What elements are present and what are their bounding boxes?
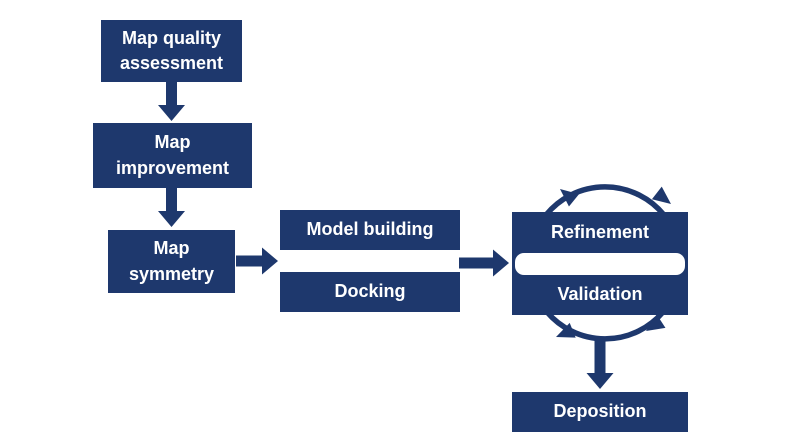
cycle-arrows-icon xyxy=(543,184,667,342)
node-label: Deposition xyxy=(553,401,647,422)
arrow-building-to-refinement xyxy=(459,249,509,277)
arrow-validation-to-deposition xyxy=(586,340,614,389)
node-label: Docking xyxy=(334,281,406,302)
node-validation: Validation xyxy=(512,275,688,315)
arrow-quality-to-improvement xyxy=(158,82,185,121)
node-label: Refinement xyxy=(550,221,649,242)
group-divider xyxy=(515,253,685,275)
cycle-arrowhead-top-right xyxy=(651,186,671,204)
node-label: Map symmetry xyxy=(128,238,215,284)
cycle-bottom-arc xyxy=(544,310,666,342)
node-map-improvement: Map improvement xyxy=(93,123,252,188)
arrow-symmetry-to-building xyxy=(236,247,278,275)
node-refinement: Refinement xyxy=(512,212,688,253)
node-label: Validation xyxy=(557,284,643,305)
cycle-arrowhead-bottom-left xyxy=(556,322,576,338)
cycle-arrowheads xyxy=(556,186,671,338)
node-deposition: Deposition xyxy=(512,392,688,432)
arrow-improvement-to-symmetry xyxy=(158,188,185,227)
node-label: Model building xyxy=(306,219,434,240)
node-label: Map improvement xyxy=(115,132,230,178)
cycle-arrowhead-bottom-right xyxy=(646,314,666,331)
node-docking: Docking xyxy=(280,272,460,312)
node-map-quality-assessment: Map quality assessment xyxy=(101,20,242,82)
node-refinement-validation-group: Refinement Validation xyxy=(512,212,688,315)
node-label: Map quality assessment xyxy=(119,27,224,73)
cycle-top-arc xyxy=(543,184,667,217)
node-map-symmetry: Map symmetry xyxy=(108,230,235,293)
node-model-building: Model building xyxy=(280,210,460,250)
cycle-arrowhead-top-left xyxy=(560,189,580,207)
